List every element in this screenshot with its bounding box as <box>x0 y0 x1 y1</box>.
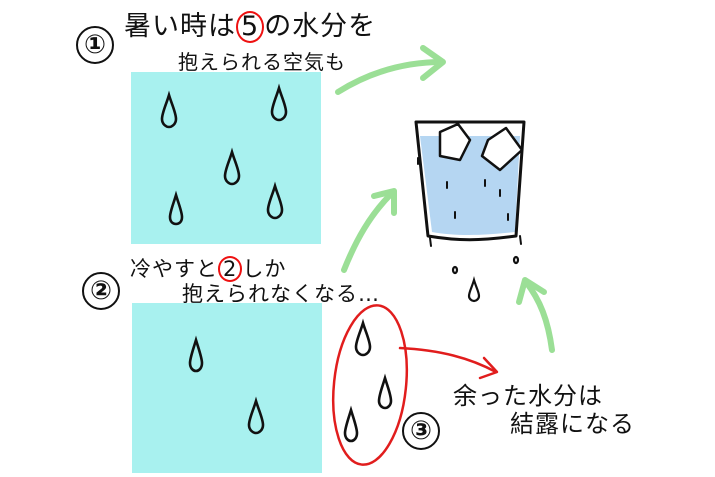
water-drop <box>266 181 284 220</box>
water-drop <box>247 396 265 435</box>
water-drop <box>270 83 288 122</box>
step-1-line-2: 抱えられる空気も <box>178 50 346 74</box>
green-arrows <box>335 45 555 353</box>
cold-air-box <box>132 303 322 473</box>
water-drop <box>343 405 359 443</box>
ice-cube <box>480 126 524 172</box>
water-drop <box>354 318 372 357</box>
falling-drops <box>451 255 520 303</box>
excess-drops <box>343 318 393 443</box>
step-2-text-after: しか <box>242 257 287 281</box>
step-3-line-2: 結露になる <box>510 410 635 438</box>
step-1-number: ① <box>76 26 114 64</box>
water-drop <box>377 373 393 410</box>
step-3-number: ③ <box>402 412 440 450</box>
step-1-text-before: 暑い時は <box>124 11 236 42</box>
water-drop <box>160 90 178 129</box>
step-1-text-after: の水分を <box>264 11 377 42</box>
glass-of-ice-water <box>414 120 526 247</box>
arrow-cold-to-glass-head <box>371 188 397 216</box>
step-1-highlight: 5 <box>236 11 265 44</box>
red-arrow <box>398 346 499 380</box>
hot-air-box <box>131 72 321 244</box>
arrow-condensation-to-glass <box>523 279 555 353</box>
water-drop <box>188 335 204 373</box>
glass-outline <box>414 120 526 242</box>
glass-drops <box>417 157 522 247</box>
step-2-highlight: 2 <box>218 256 243 283</box>
water-drop <box>467 275 481 303</box>
arrow-hot-to-glass <box>335 59 445 95</box>
ice-cube <box>438 122 472 162</box>
step-2-text-before: 冷やすと <box>130 257 218 281</box>
hot-air-drops <box>160 83 288 226</box>
excess-moisture-circle <box>331 304 409 466</box>
arrow-hot-to-glass-head <box>420 45 446 81</box>
arrow-condensation-to-glass-head <box>516 277 547 305</box>
arrow-cold-to-glass <box>341 190 395 273</box>
step-3-line-1: 余った水分は <box>453 382 603 410</box>
water-drop <box>223 147 241 186</box>
cold-air-drops <box>188 335 265 435</box>
step-2-number: ② <box>82 272 120 310</box>
water-drop <box>168 190 184 226</box>
step-2-line-2: 抱えられなくなる… <box>182 282 380 306</box>
